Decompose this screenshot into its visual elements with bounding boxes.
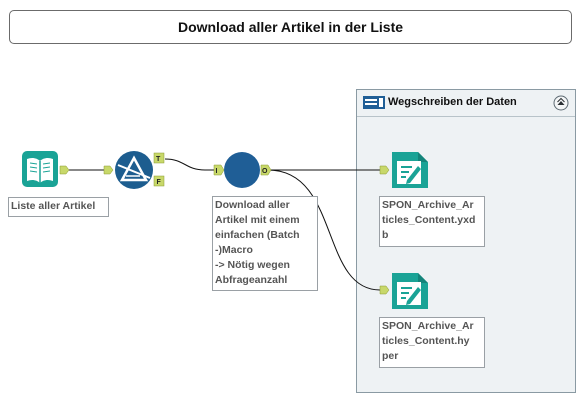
annotation-output2-line: SPON_Archive_Ar <box>382 320 474 332</box>
annotation-output1-line: SPON_Archive_Ar <box>382 199 474 211</box>
annotation-macro: Download aller Artikel mit einem einfach… <box>212 196 318 291</box>
annotation-input: Liste aller Artikel <box>8 197 109 217</box>
input-anchor[interactable] <box>59 165 70 175</box>
annotation-output2-line: per <box>382 350 399 362</box>
container-title: Wegschreiben der Daten <box>388 96 517 108</box>
filter-false-label: F <box>157 179 162 186</box>
collapse-up-icon[interactable] <box>553 95 569 111</box>
annotation-input-line: Liste aller Artikel <box>11 200 96 212</box>
macro-out-label: O <box>262 168 268 175</box>
filter-false-anchor[interactable]: F <box>153 175 165 187</box>
macro-tool[interactable] <box>224 152 260 188</box>
macro-in-anchor[interactable]: I <box>213 164 225 176</box>
annotation-macro-line: Download aller <box>215 199 290 211</box>
annotation-output1: SPON_Archive_Ar ticles_Content.yxd b <box>379 196 485 247</box>
annotation-macro-line: Artikel mit einem <box>215 214 300 226</box>
annotation-macro-line: einfachen (Batch <box>215 229 300 241</box>
annotation-output1-line: b <box>382 229 389 241</box>
annotation-macro-line: -)Macro <box>215 244 253 256</box>
input-tool[interactable] <box>22 151 58 187</box>
filter-tool[interactable] <box>103 151 153 189</box>
output2-anchor[interactable] <box>379 285 390 295</box>
filter-true-anchor[interactable]: T <box>153 152 165 164</box>
macro-out-anchor[interactable]: O <box>260 164 272 176</box>
annotation-output2: SPON_Archive_Ar ticles_Content.hy per <box>379 317 485 368</box>
filter-true-label: T <box>156 156 161 163</box>
annotation-output2-line: ticles_Content.hy <box>382 335 470 347</box>
annotation-output1-line: ticles_Content.yxd <box>382 214 476 226</box>
connection-macro-output2 <box>267 169 381 291</box>
container-icon <box>363 96 385 109</box>
output2-tool[interactable] <box>392 273 428 309</box>
filter-in-anchor <box>103 165 114 175</box>
output1-anchor[interactable] <box>379 165 390 175</box>
container-header[interactable]: Wegschreiben der Daten <box>357 90 575 117</box>
workflow-title: Download aller Artikel in der Liste <box>9 10 572 44</box>
output1-tool[interactable] <box>392 152 428 188</box>
macro-in-label: I <box>216 168 218 175</box>
connection-filter-macro <box>164 158 215 171</box>
annotation-macro-line: Abfrageanzahl <box>215 274 288 286</box>
annotation-macro-line: -> Nötig wegen <box>215 259 290 271</box>
